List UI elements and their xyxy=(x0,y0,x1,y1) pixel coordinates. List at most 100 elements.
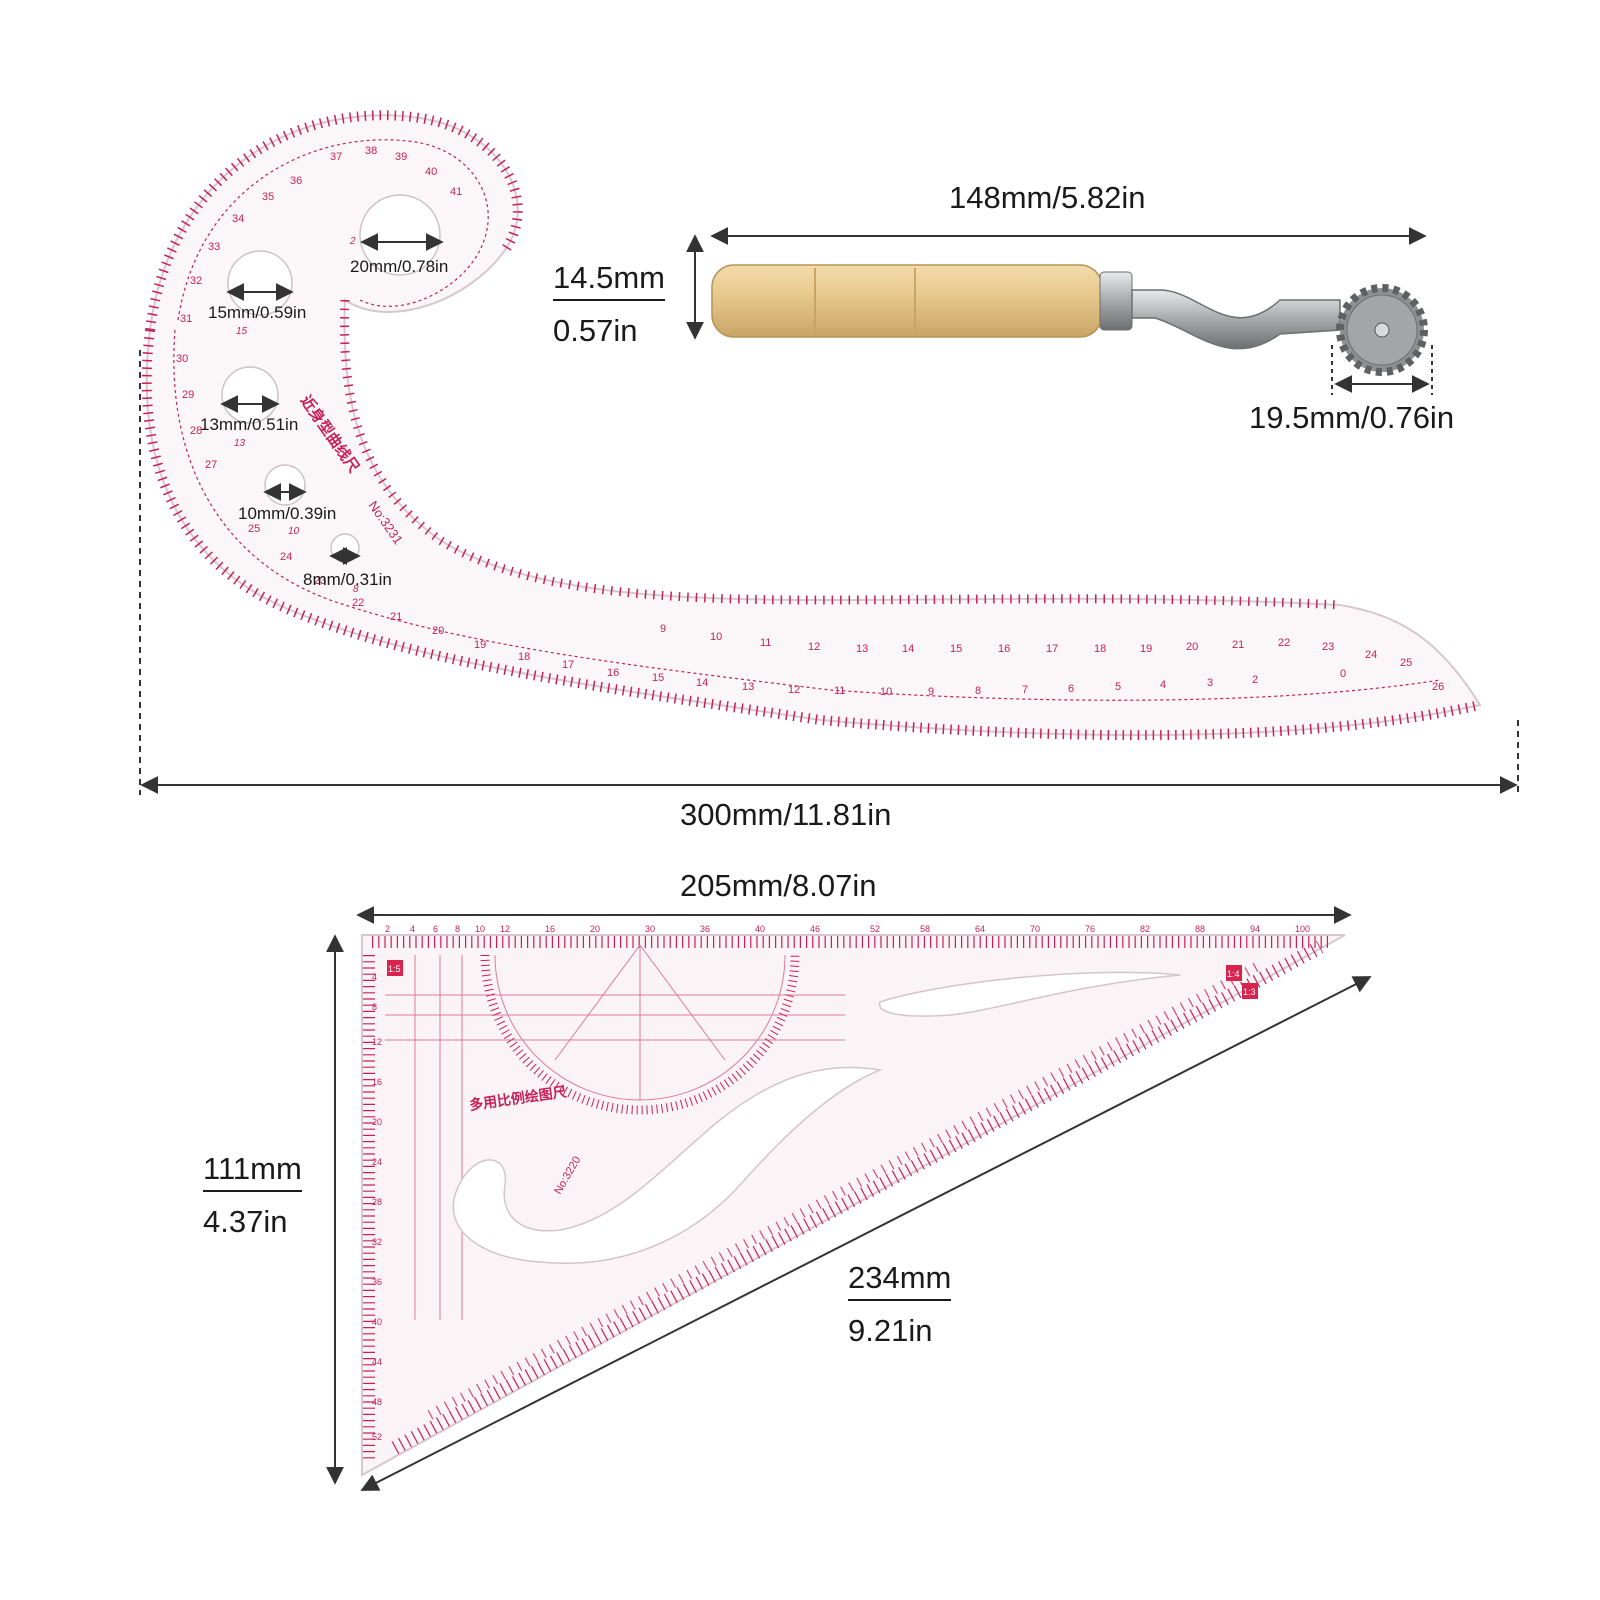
triangle-height-mm: 111mm xyxy=(203,1153,302,1192)
svg-text:100: 100 xyxy=(1295,924,1310,934)
svg-text:2: 2 xyxy=(349,236,356,247)
svg-text:14: 14 xyxy=(696,677,708,689)
svg-text:16: 16 xyxy=(545,924,555,934)
triangle-top-label: 205mm/8.07in xyxy=(680,868,877,903)
svg-text:9: 9 xyxy=(928,686,934,698)
curve-length-dimension xyxy=(139,350,1519,795)
wheel-diameter-label: 19.5mm/0.76in xyxy=(1249,400,1455,435)
hole-8mm-label: 8mm/0.31in xyxy=(303,570,392,589)
hole-labels: 20mm/0.78in 15mm/0.59in 13mm/0.51in 10mm… xyxy=(200,257,448,589)
svg-text:32: 32 xyxy=(372,1237,382,1247)
wheel-diameter-dimension xyxy=(1331,345,1433,395)
svg-text:12: 12 xyxy=(808,641,820,653)
handle-diameter-in: 0.57in xyxy=(553,313,638,348)
svg-text:82: 82 xyxy=(1140,924,1150,934)
hole-dimensions xyxy=(220,233,444,565)
wheel-handle xyxy=(711,264,1103,338)
svg-text:12: 12 xyxy=(500,924,510,934)
svg-text:21: 21 xyxy=(390,611,402,623)
scale-badges: 1:5 1:4 1:3 xyxy=(387,960,1258,999)
svg-text:19: 19 xyxy=(1140,643,1152,655)
svg-text:27: 27 xyxy=(205,459,217,471)
svg-text:2: 2 xyxy=(385,924,390,934)
hole-marks: 2 15 13 10 8 xyxy=(234,236,359,595)
hole-20mm-label: 20mm/0.78in xyxy=(350,257,448,276)
wheel-shank xyxy=(1131,289,1341,350)
triangle-grid xyxy=(385,955,845,1320)
svg-text:94: 94 xyxy=(1250,924,1260,934)
svg-text:48: 48 xyxy=(372,1397,382,1407)
svg-text:36: 36 xyxy=(290,175,302,187)
svg-text:41: 41 xyxy=(450,186,462,198)
svg-text:2: 2 xyxy=(1252,674,1258,686)
svg-text:8: 8 xyxy=(975,685,981,697)
curve-ruler-inner-guide xyxy=(177,139,489,321)
svg-text:52: 52 xyxy=(372,1432,382,1442)
triangle-hyp-ticks-inner xyxy=(427,960,1263,1420)
wheel-ferrule xyxy=(1099,271,1133,331)
svg-text:22: 22 xyxy=(1278,637,1290,649)
svg-text:25: 25 xyxy=(248,523,260,535)
svg-text:8: 8 xyxy=(372,1002,377,1012)
svg-text:10: 10 xyxy=(710,631,722,643)
svg-text:13: 13 xyxy=(742,681,754,693)
hole-15mm-label: 15mm/0.59in xyxy=(208,303,306,322)
hole-8mm xyxy=(330,533,360,563)
curve-ruler-inner-ticks xyxy=(339,299,1341,610)
svg-text:13: 13 xyxy=(856,643,868,655)
svg-text:24: 24 xyxy=(372,1157,382,1167)
svg-text:18: 18 xyxy=(1094,643,1106,655)
svg-text:24: 24 xyxy=(280,551,292,563)
triangle-height-label: 111mm 4.37in xyxy=(203,1153,302,1237)
svg-text:9: 9 xyxy=(660,623,666,635)
svg-text:15: 15 xyxy=(950,643,962,655)
svg-text:15: 15 xyxy=(236,326,248,337)
svg-text:16: 16 xyxy=(607,667,619,679)
hole-10mm-label: 10mm/0.39in xyxy=(238,504,336,523)
svg-text:28: 28 xyxy=(372,1197,382,1207)
svg-text:3: 3 xyxy=(1207,677,1213,689)
svg-text:12: 12 xyxy=(372,1037,382,1047)
svg-text:18: 18 xyxy=(518,651,530,663)
svg-text:21: 21 xyxy=(1232,639,1244,651)
handle-diameter-label: 14.5mm 0.57in xyxy=(553,262,665,346)
triangle-hyp-mm: 234mm xyxy=(848,1262,952,1301)
svg-text:30: 30 xyxy=(176,353,188,365)
svg-text:44: 44 xyxy=(372,1357,382,1367)
curve-length-label: 300mm/11.81in xyxy=(680,797,892,832)
svg-text:35: 35 xyxy=(262,191,274,203)
svg-text:38: 38 xyxy=(365,145,377,157)
svg-text:22: 22 xyxy=(352,597,364,609)
svg-text:88: 88 xyxy=(1195,924,1205,934)
triangle-hyp-in: 9.21in xyxy=(848,1313,933,1348)
svg-text:11: 11 xyxy=(760,637,771,649)
triangle-slot xyxy=(878,971,1181,1017)
wheel-gear xyxy=(1336,284,1428,376)
wheel-length-label: 148mm/5.82in xyxy=(949,180,1146,215)
svg-text:17: 17 xyxy=(562,659,574,671)
svg-text:4: 4 xyxy=(410,924,415,934)
svg-text:34: 34 xyxy=(232,213,244,225)
curve-ruler-body xyxy=(145,114,1482,737)
svg-text:46: 46 xyxy=(810,924,820,934)
svg-text:19: 19 xyxy=(474,639,486,651)
svg-text:0: 0 xyxy=(1340,668,1346,680)
svg-text:58: 58 xyxy=(920,924,930,934)
svg-text:15: 15 xyxy=(652,672,664,684)
svg-text:29: 29 xyxy=(182,389,194,401)
triangle-french-curve-cutout xyxy=(452,1066,883,1264)
svg-text:40: 40 xyxy=(425,166,437,178)
svg-text:52: 52 xyxy=(870,924,880,934)
svg-text:17: 17 xyxy=(1046,643,1058,655)
svg-text:6: 6 xyxy=(433,924,438,934)
svg-text:5: 5 xyxy=(1115,681,1121,693)
svg-text:10: 10 xyxy=(475,924,485,934)
svg-text:11: 11 xyxy=(834,685,845,697)
svg-text:36: 36 xyxy=(372,1277,382,1287)
handle-diameter-mm: 14.5mm xyxy=(553,262,665,301)
svg-text:1:4: 1:4 xyxy=(1227,969,1240,979)
